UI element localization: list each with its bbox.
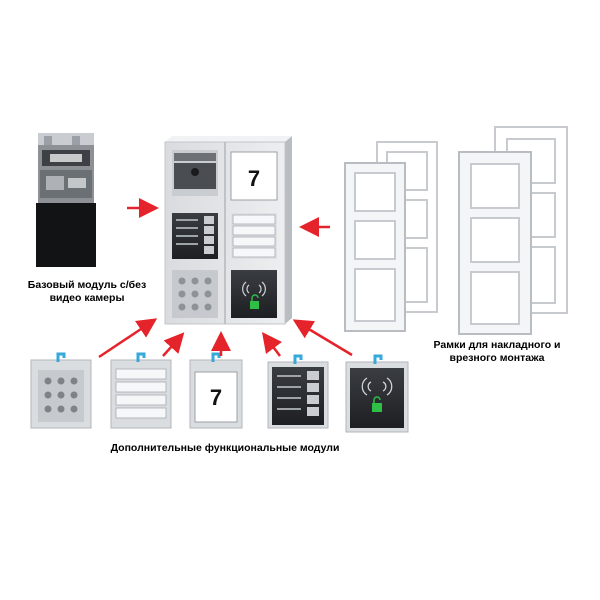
frames-caption: Рамки для накладного и врезного монтажа (432, 339, 562, 365)
modules-caption-text: Дополнительные функциональные модули (110, 442, 340, 454)
arrow-module4 (262, 332, 282, 357)
arrow-module2 (162, 332, 185, 357)
arrow-module5 (292, 319, 353, 357)
panel-display: 7 (230, 151, 278, 201)
arrow-module1 (98, 318, 158, 359)
assembled-panel: 7 (164, 136, 292, 325)
base-module (36, 133, 96, 267)
panel-display-number: 7 (248, 166, 260, 191)
frames-caption-line1: Рамки для накладного и (433, 339, 561, 351)
base-module-caption: Базовый модуль с/без видео камеры (22, 279, 152, 305)
mounting-frames (344, 126, 568, 335)
arrows (98, 198, 353, 359)
module-keypad (30, 352, 92, 429)
module-display-number: 7 (210, 385, 222, 410)
module-rfid (345, 354, 409, 433)
base-module-caption-line2: видео камеры (49, 292, 125, 304)
module-display: 7 (189, 352, 243, 429)
modules-caption: Дополнительные функциональные модули (100, 442, 350, 455)
functional-modules: 7 (30, 352, 409, 433)
base-module-caption-line1: Базовый модуль с/без (27, 279, 147, 291)
module-name-list (267, 354, 329, 429)
module-buttons (110, 352, 172, 429)
frames-caption-line2: врезного монтажа (449, 352, 545, 364)
